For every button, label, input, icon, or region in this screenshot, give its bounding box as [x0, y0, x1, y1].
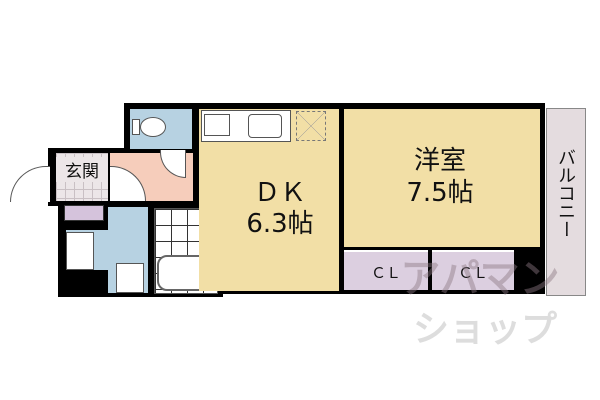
sink-icon	[248, 114, 282, 138]
toilet-room	[130, 109, 192, 149]
dk-name: ＤＫ	[253, 178, 306, 208]
washbasin-icon	[66, 232, 94, 270]
closet-2[interactable]	[432, 250, 514, 290]
shoe-closet	[64, 205, 104, 221]
stove-icon	[204, 114, 230, 136]
refrigerator-space	[296, 111, 326, 141]
closet-2-label: ＣＬ	[457, 264, 488, 282]
dk-room-lower	[223, 200, 339, 291]
toilet-icon	[132, 119, 140, 135]
kitchen-counter[interactable]	[201, 110, 291, 142]
western-room	[344, 109, 540, 247]
washing-machine-icon	[116, 263, 144, 293]
closet-1-label: ＣＬ	[370, 264, 401, 282]
closet-1[interactable]	[344, 250, 428, 290]
western-room-size: 7.5帖	[406, 178, 474, 208]
western-room-name: 洋室	[413, 146, 466, 176]
balcony-label: バルコニー	[555, 148, 576, 238]
front-door[interactable]	[10, 166, 50, 202]
balcony	[546, 108, 586, 296]
dk-size: 6.3帖	[246, 209, 314, 239]
entrance-label: 玄関	[56, 157, 108, 182]
toilet-bowl	[140, 117, 166, 137]
watermark-line1: アパマン	[400, 256, 560, 302]
watermark-line2: ショップ	[412, 309, 557, 350]
